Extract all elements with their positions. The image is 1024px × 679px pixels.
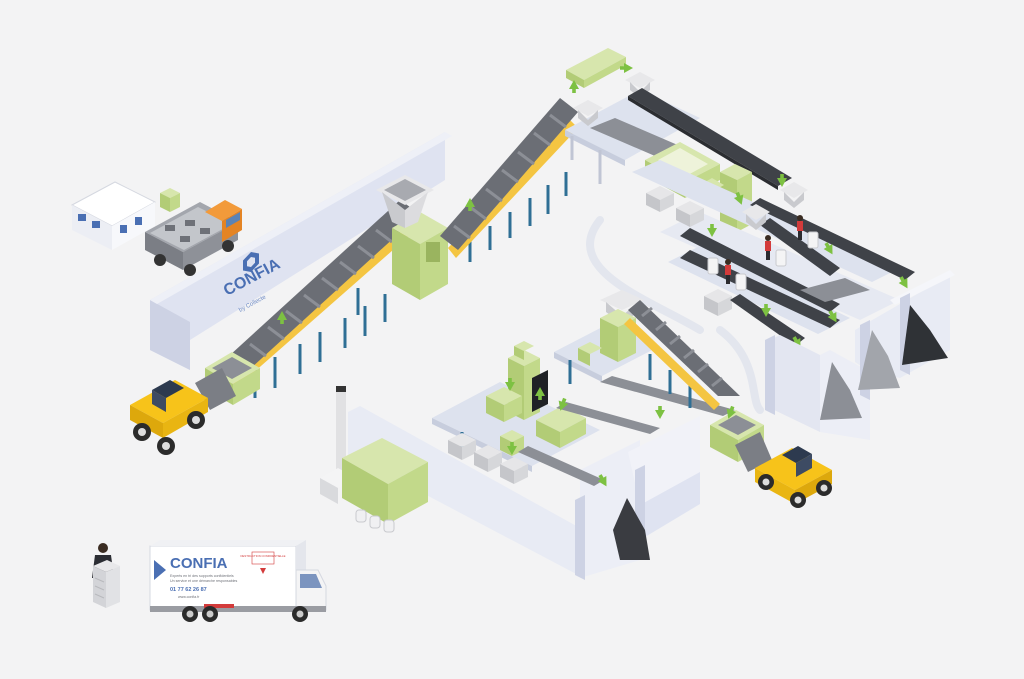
wheel-loader-icon bbox=[130, 368, 236, 455]
lower-machines bbox=[486, 290, 644, 456]
belt-short-1 bbox=[590, 118, 680, 156]
green-bale bbox=[160, 188, 180, 212]
conveyor-main-top bbox=[440, 98, 578, 262]
operator-person-icon bbox=[797, 215, 803, 240]
bins bbox=[646, 186, 732, 316]
hopper-small-1 bbox=[573, 100, 603, 126]
back-wall bbox=[150, 132, 452, 370]
truck-logo-text: CONFIA bbox=[170, 555, 228, 572]
sorting-hoppers bbox=[742, 182, 808, 230]
lower-wall bbox=[348, 406, 700, 580]
wheel-loader-icon bbox=[735, 432, 832, 508]
presenter-person-icon bbox=[92, 543, 120, 608]
conveyor-lower-incline bbox=[624, 300, 740, 410]
operator-person-icon bbox=[765, 235, 771, 260]
dump-truck-icon bbox=[145, 200, 242, 276]
shredder-machine bbox=[376, 175, 448, 300]
truck-tagline-1: Experts en tri des supports confidentiel… bbox=[170, 574, 234, 578]
operator-person-icon bbox=[725, 259, 731, 284]
chimney-filter bbox=[320, 386, 428, 533]
heavy-truck-icon: CONFIA Experts en tri des supports confi… bbox=[149, 540, 327, 622]
truck-phone: 01 77 62 26 87 bbox=[170, 587, 207, 593]
lower-conveyors bbox=[518, 376, 735, 489]
sorting-conveyors bbox=[680, 198, 915, 346]
floor-paths bbox=[586, 216, 764, 414]
storage-bays-right bbox=[765, 270, 955, 440]
down-arrow-icon bbox=[260, 568, 266, 574]
truck-tagline-2: Un service et une démarche responsables bbox=[170, 579, 238, 583]
lower-bins bbox=[448, 433, 528, 484]
truck-website: www.confia.fr bbox=[178, 595, 200, 599]
conveyor-upper-right bbox=[628, 88, 792, 190]
truck-destruction-sign: DESTRUCTION CONFIDENTIELLE bbox=[241, 554, 286, 558]
office-building-icon bbox=[70, 181, 157, 250]
flow-arrow-icon bbox=[655, 406, 665, 419]
screen-top bbox=[566, 48, 633, 93]
confia-logo-icon bbox=[243, 252, 259, 272]
collection-bins bbox=[707, 231, 819, 291]
